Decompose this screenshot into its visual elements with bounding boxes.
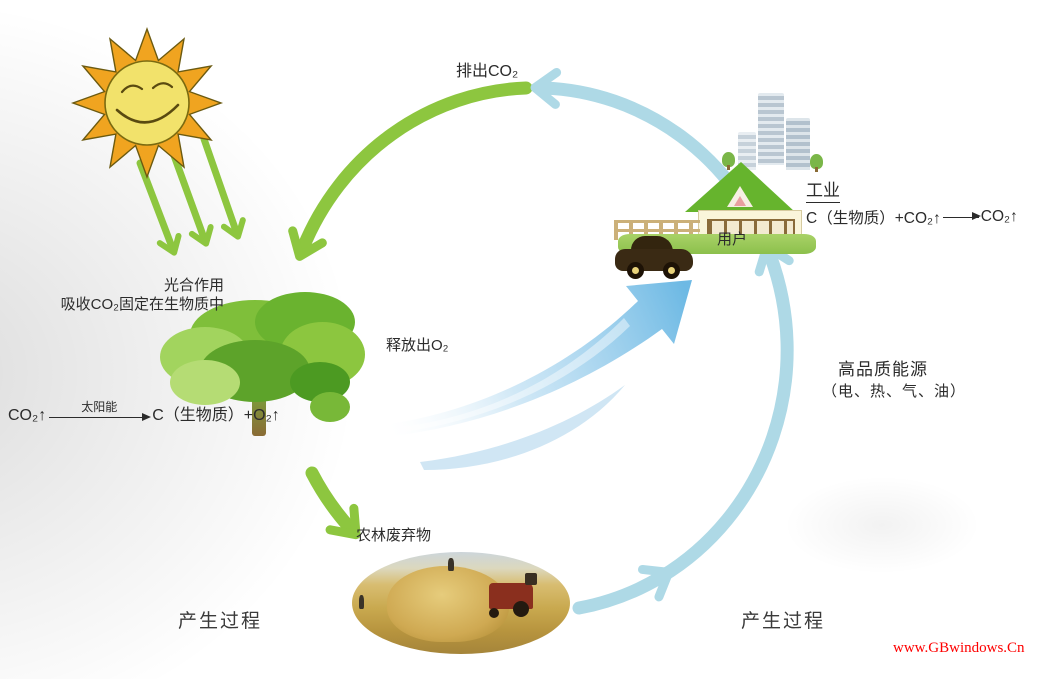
- green-cycle-arc-bottom: [305, 466, 361, 540]
- industry-formula: C（生物质）+CO₂↑ CO₂↑: [806, 206, 1018, 228]
- car-hub: [632, 267, 639, 274]
- tree-canopy-blob: [310, 392, 350, 422]
- label-photosynthesis-line1: 光合作用: [163, 277, 224, 294]
- fixation-formula-lhs: CO₂↑: [8, 407, 47, 424]
- industry-formula-rhs: CO₂↑: [980, 208, 1018, 225]
- industry-block: 工业 C（生物质）+CO₂↑ CO₂↑: [806, 176, 1018, 228]
- reaction-arrow-icon: [942, 212, 981, 220]
- farmer-figure: [358, 594, 364, 609]
- biomass-photo: [352, 552, 570, 654]
- fixation-formula: CO₂↑ 太阳能 C（生物质）+O₂↑: [8, 398, 280, 425]
- tree-trunk: [252, 398, 266, 436]
- o2-swoosh-arrow: [420, 385, 625, 470]
- car-wheel: [627, 262, 644, 279]
- label-agroforestry-waste: 农林废弃物: [356, 527, 432, 544]
- car-illustration: [615, 236, 695, 286]
- sunlight-arrows: [136, 135, 246, 256]
- label-emit-co2: 排出CO₂: [456, 63, 519, 80]
- sun-eye-left: [120, 84, 144, 94]
- skyscraper: [738, 132, 756, 170]
- skyscraper: [786, 118, 810, 170]
- farmer-figure: [447, 558, 454, 572]
- label-process-left: 产生过程: [178, 611, 263, 632]
- label-energy-types: （电、热、气、油）: [822, 383, 967, 400]
- tractor-wheel: [489, 608, 500, 619]
- sun-icon: [70, 26, 224, 180]
- fixation-formula-rhs: C（生物质）+O₂↑: [152, 407, 280, 424]
- reaction-arrow-icon: 太阳能: [49, 398, 152, 421]
- car-hub: [668, 267, 675, 274]
- car-wheel: [663, 262, 680, 279]
- haystack: [386, 566, 509, 642]
- label-industry: 工业: [806, 176, 840, 203]
- watermark: www.GBwindows.Cn: [893, 640, 1025, 656]
- label-photosynthesis: 光合作用 吸收CO₂固定在生物质中: [20, 277, 224, 315]
- energy-flow-arrow: [388, 280, 692, 436]
- sun-eye-right: [151, 82, 174, 90]
- cyan-cycle-arc-right: [654, 242, 794, 584]
- label-photosynthesis-line2: 吸收CO₂固定在生物质中: [60, 295, 224, 313]
- tree-canopy-blob: [170, 360, 240, 405]
- small-tree-icon: [810, 154, 823, 172]
- green-cycle-arc-top: [288, 81, 533, 261]
- label-user: 用户: [717, 231, 748, 248]
- label-process-right: 产生过程: [741, 611, 826, 632]
- label-energy-title: 高品质能源: [838, 360, 928, 379]
- label-release-o2: 释放出O₂: [386, 337, 449, 354]
- tree-illustration: [160, 292, 370, 442]
- tractor-wheel: [513, 600, 530, 617]
- skyscraper: [758, 93, 784, 165]
- reaction-arrow-shaft: [49, 412, 152, 421]
- cyan-cycle-arc-bottom: [572, 564, 674, 615]
- sun-face: [104, 60, 190, 146]
- user-house-illustration: [610, 88, 824, 288]
- energy-block: 高品质能源 （电、热、气、油）: [822, 355, 966, 401]
- sun-smile: [115, 103, 180, 124]
- industry-formula-lhs: C（生物质）+CO₂↑: [806, 210, 941, 227]
- attic-window-pane: [734, 196, 746, 206]
- label-solar-condition: 太阳能: [81, 400, 118, 414]
